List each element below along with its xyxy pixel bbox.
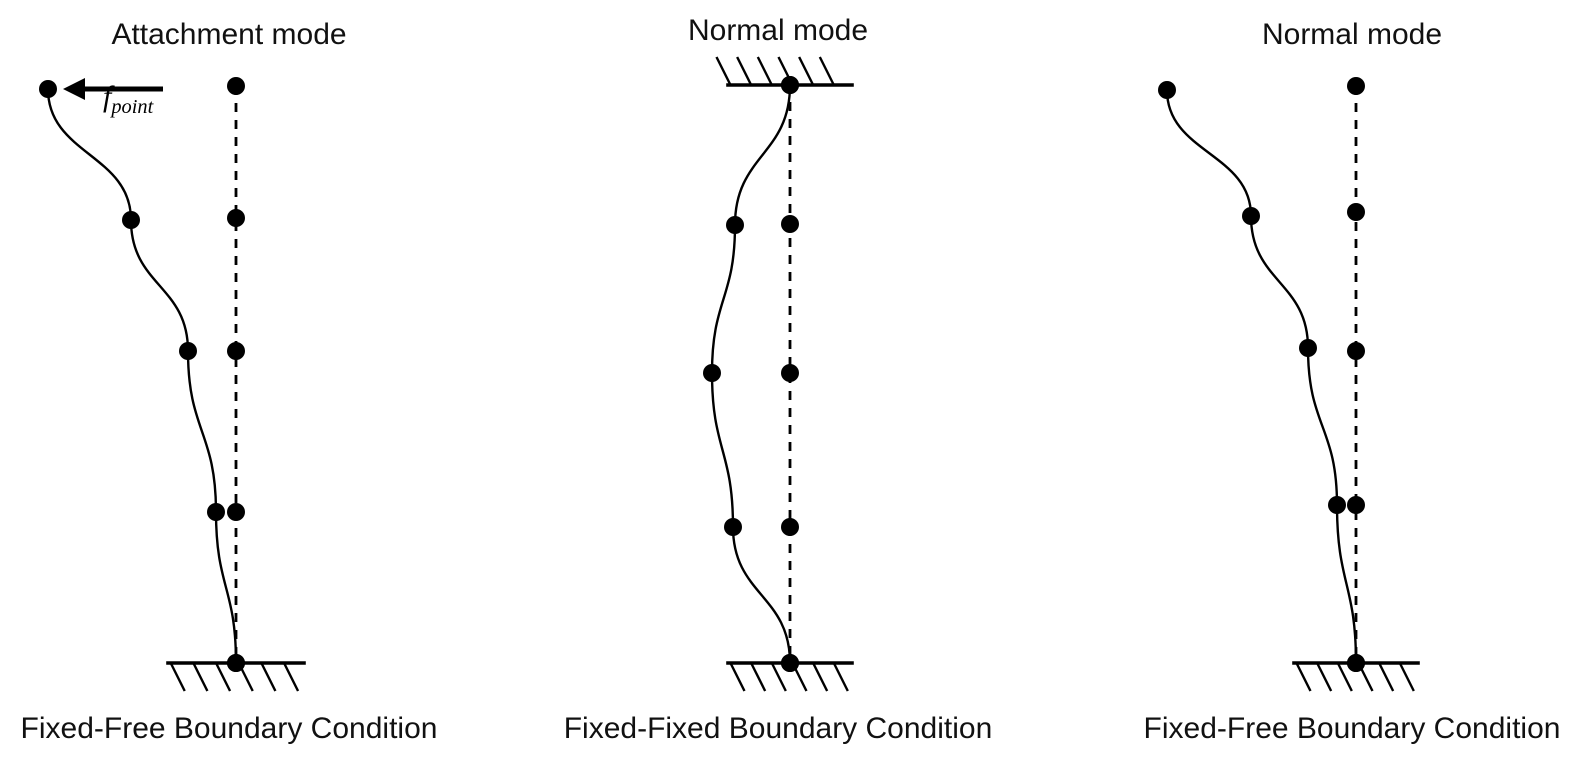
panel-middle-deformed-node bbox=[703, 364, 721, 382]
panel-left-reference-node bbox=[227, 342, 245, 360]
panel-middle-deformed-node bbox=[781, 76, 799, 94]
panel-right-deformed-node bbox=[1299, 339, 1317, 357]
panel-right-deformed-shape-curve bbox=[1165, 88, 1358, 665]
panel-left bbox=[39, 77, 306, 692]
panel-middle-support-hatch-mark bbox=[715, 56, 732, 86]
panel-middle bbox=[703, 56, 854, 692]
panel-middle-support-bottom-hatch-mark bbox=[750, 662, 767, 692]
panel-middle-support-bottom-hatch-mark bbox=[812, 662, 829, 692]
panel-left-reference-node bbox=[227, 209, 245, 227]
panel-right-support-hatch-mark bbox=[1398, 662, 1415, 692]
panel-middle-caption: Fixed-Fixed Boundary Condition bbox=[563, 712, 993, 745]
panel-left-force-symbol: f bbox=[103, 80, 112, 113]
panel-right-reference-node bbox=[1347, 203, 1365, 221]
panel-left-title: Attachment mode bbox=[111, 18, 347, 51]
panel-right-deformed-node bbox=[1328, 496, 1346, 514]
panel-left-deformed-shape-curve bbox=[46, 87, 238, 665]
panel-left-support-hatch-mark bbox=[260, 662, 277, 692]
panel-left-deformed-node bbox=[227, 654, 245, 672]
panel-middle-support-bottom-hatch-mark bbox=[832, 662, 849, 692]
panel-left-reference-node bbox=[227, 77, 245, 95]
panel-left-deformed-node bbox=[39, 80, 57, 98]
panel-middle-deformed-node bbox=[781, 654, 799, 672]
panel-left-deformed-node bbox=[122, 211, 140, 229]
panel-right-deformed-node bbox=[1347, 654, 1365, 672]
panel-right-support-hatch-mark bbox=[1316, 662, 1333, 692]
panel-left-support-hatch-mark bbox=[192, 662, 209, 692]
panel-right-title: Normal mode bbox=[1261, 18, 1443, 51]
panel-right-deformed-node bbox=[1242, 207, 1260, 225]
panel-left-deformed-node bbox=[207, 503, 225, 521]
panel-left-support-hatch-mark bbox=[282, 662, 300, 692]
panel-left-reference-node bbox=[227, 503, 245, 521]
panel-right-reference-node bbox=[1347, 342, 1365, 360]
panel-right-reference-node bbox=[1347, 77, 1365, 95]
panel-middle-support-bottom-hatch-mark bbox=[770, 662, 787, 692]
panel-right-reference-node bbox=[1347, 496, 1365, 514]
panel-left-support-hatch-mark bbox=[169, 662, 186, 692]
panel-middle-support-bottom-hatch-mark bbox=[729, 662, 746, 692]
panel-left-force-arrow-head bbox=[63, 78, 85, 100]
panel-middle-support-hatch-mark bbox=[818, 56, 835, 86]
panel-left-caption: Fixed-Free Boundary Condition bbox=[20, 712, 438, 745]
panel-right-caption: Fixed-Free Boundary Condition bbox=[1143, 712, 1561, 745]
panel-left-deformed-node bbox=[179, 342, 197, 360]
panel-middle-reference-node bbox=[781, 364, 799, 382]
panel-middle-deformed-node bbox=[724, 518, 742, 536]
panel-left-force-label: fpoint bbox=[103, 80, 153, 119]
panel-right-deformed-node bbox=[1158, 81, 1176, 99]
panel-middle-reference-node bbox=[781, 215, 799, 233]
panel-middle-deformed-shape-curve bbox=[710, 83, 792, 665]
panel-middle-support-hatch-mark bbox=[736, 56, 753, 86]
panel-middle-support-hatch-mark bbox=[756, 56, 773, 86]
panel-middle-deformed-node bbox=[726, 216, 744, 234]
panel-left-support-hatch-mark bbox=[214, 662, 232, 692]
panel-right-support-hatch-mark bbox=[1295, 662, 1312, 692]
panel-middle-title: Normal mode bbox=[687, 14, 869, 47]
panel-left-force-subscript: point bbox=[111, 96, 154, 118]
panel-right-support-hatch-mark bbox=[1336, 662, 1353, 692]
panel-middle-support-hatch-mark bbox=[798, 56, 815, 86]
panel-middle-reference-node bbox=[781, 518, 799, 536]
panel-right-support-hatch-mark bbox=[1378, 662, 1395, 692]
panel-right bbox=[1158, 77, 1420, 692]
